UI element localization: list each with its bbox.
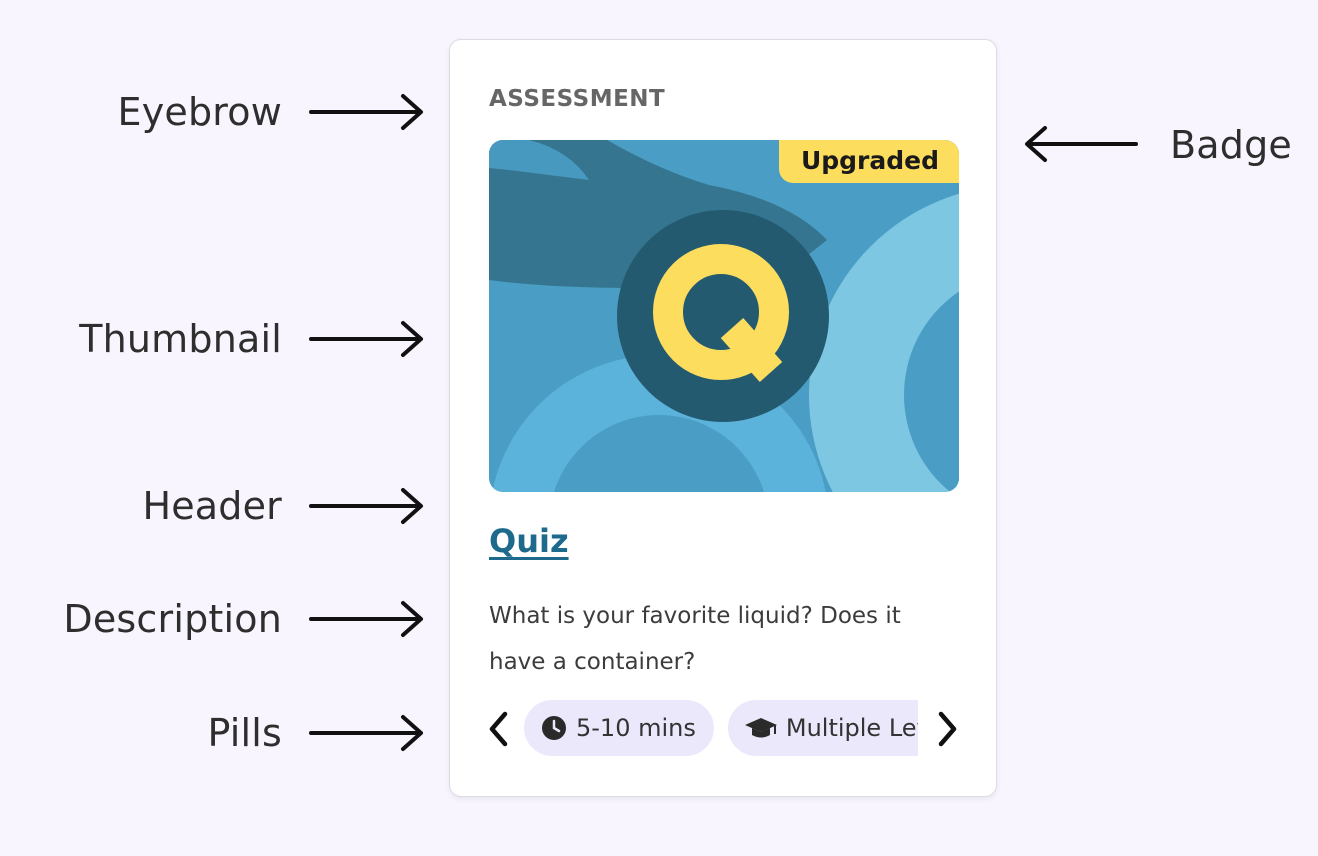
pills-carousel: 5-10 mins Multiple Levels <box>484 700 962 758</box>
upgraded-badge: Upgraded <box>778 140 959 183</box>
duration-pill-label: 5-10 mins <box>576 714 696 742</box>
content-card[interactable]: ASSESSMENT Upgraded Quiz What is your fa… <box>449 39 997 797</box>
card-description: What is your favorite liquid? Does it ha… <box>489 603 901 675</box>
quiz-thumbnail-illustration <box>489 140 959 492</box>
pills-next-button[interactable] <box>932 708 962 750</box>
header-annotation-label: Header <box>142 484 282 528</box>
graduation-cap-icon <box>744 718 777 738</box>
clock-icon <box>542 716 566 740</box>
card-thumbnail: Upgraded <box>489 140 959 492</box>
pills-arrow-icon <box>309 715 423 751</box>
chevron-left-icon <box>489 711 508 747</box>
card-eyebrow: ASSESSMENT <box>489 86 666 112</box>
thumbnail-arrow-icon <box>309 321 423 357</box>
eyebrow-annotation-label: Eyebrow <box>117 90 282 134</box>
description-annotation-label: Description <box>63 597 282 641</box>
pills-prev-button[interactable] <box>484 708 514 750</box>
pills-annotation-label: Pills <box>207 711 282 755</box>
level-pill: Multiple Levels <box>727 700 918 756</box>
chevron-right-icon <box>938 711 957 747</box>
level-pill-label: Multiple Levels <box>785 714 918 742</box>
badge-annotation-label: Badge <box>1170 123 1292 167</box>
eyebrow-arrow-icon <box>309 94 423 130</box>
badge-arrow-icon <box>1025 126 1138 162</box>
thumbnail-annotation-label: Thumbnail <box>79 317 282 361</box>
card-header-link[interactable]: Quiz <box>489 522 569 560</box>
duration-pill: 5-10 mins <box>524 700 714 756</box>
header-arrow-icon <box>309 488 423 524</box>
description-arrow-icon <box>309 601 423 637</box>
pills-track: 5-10 mins Multiple Levels <box>524 700 918 758</box>
